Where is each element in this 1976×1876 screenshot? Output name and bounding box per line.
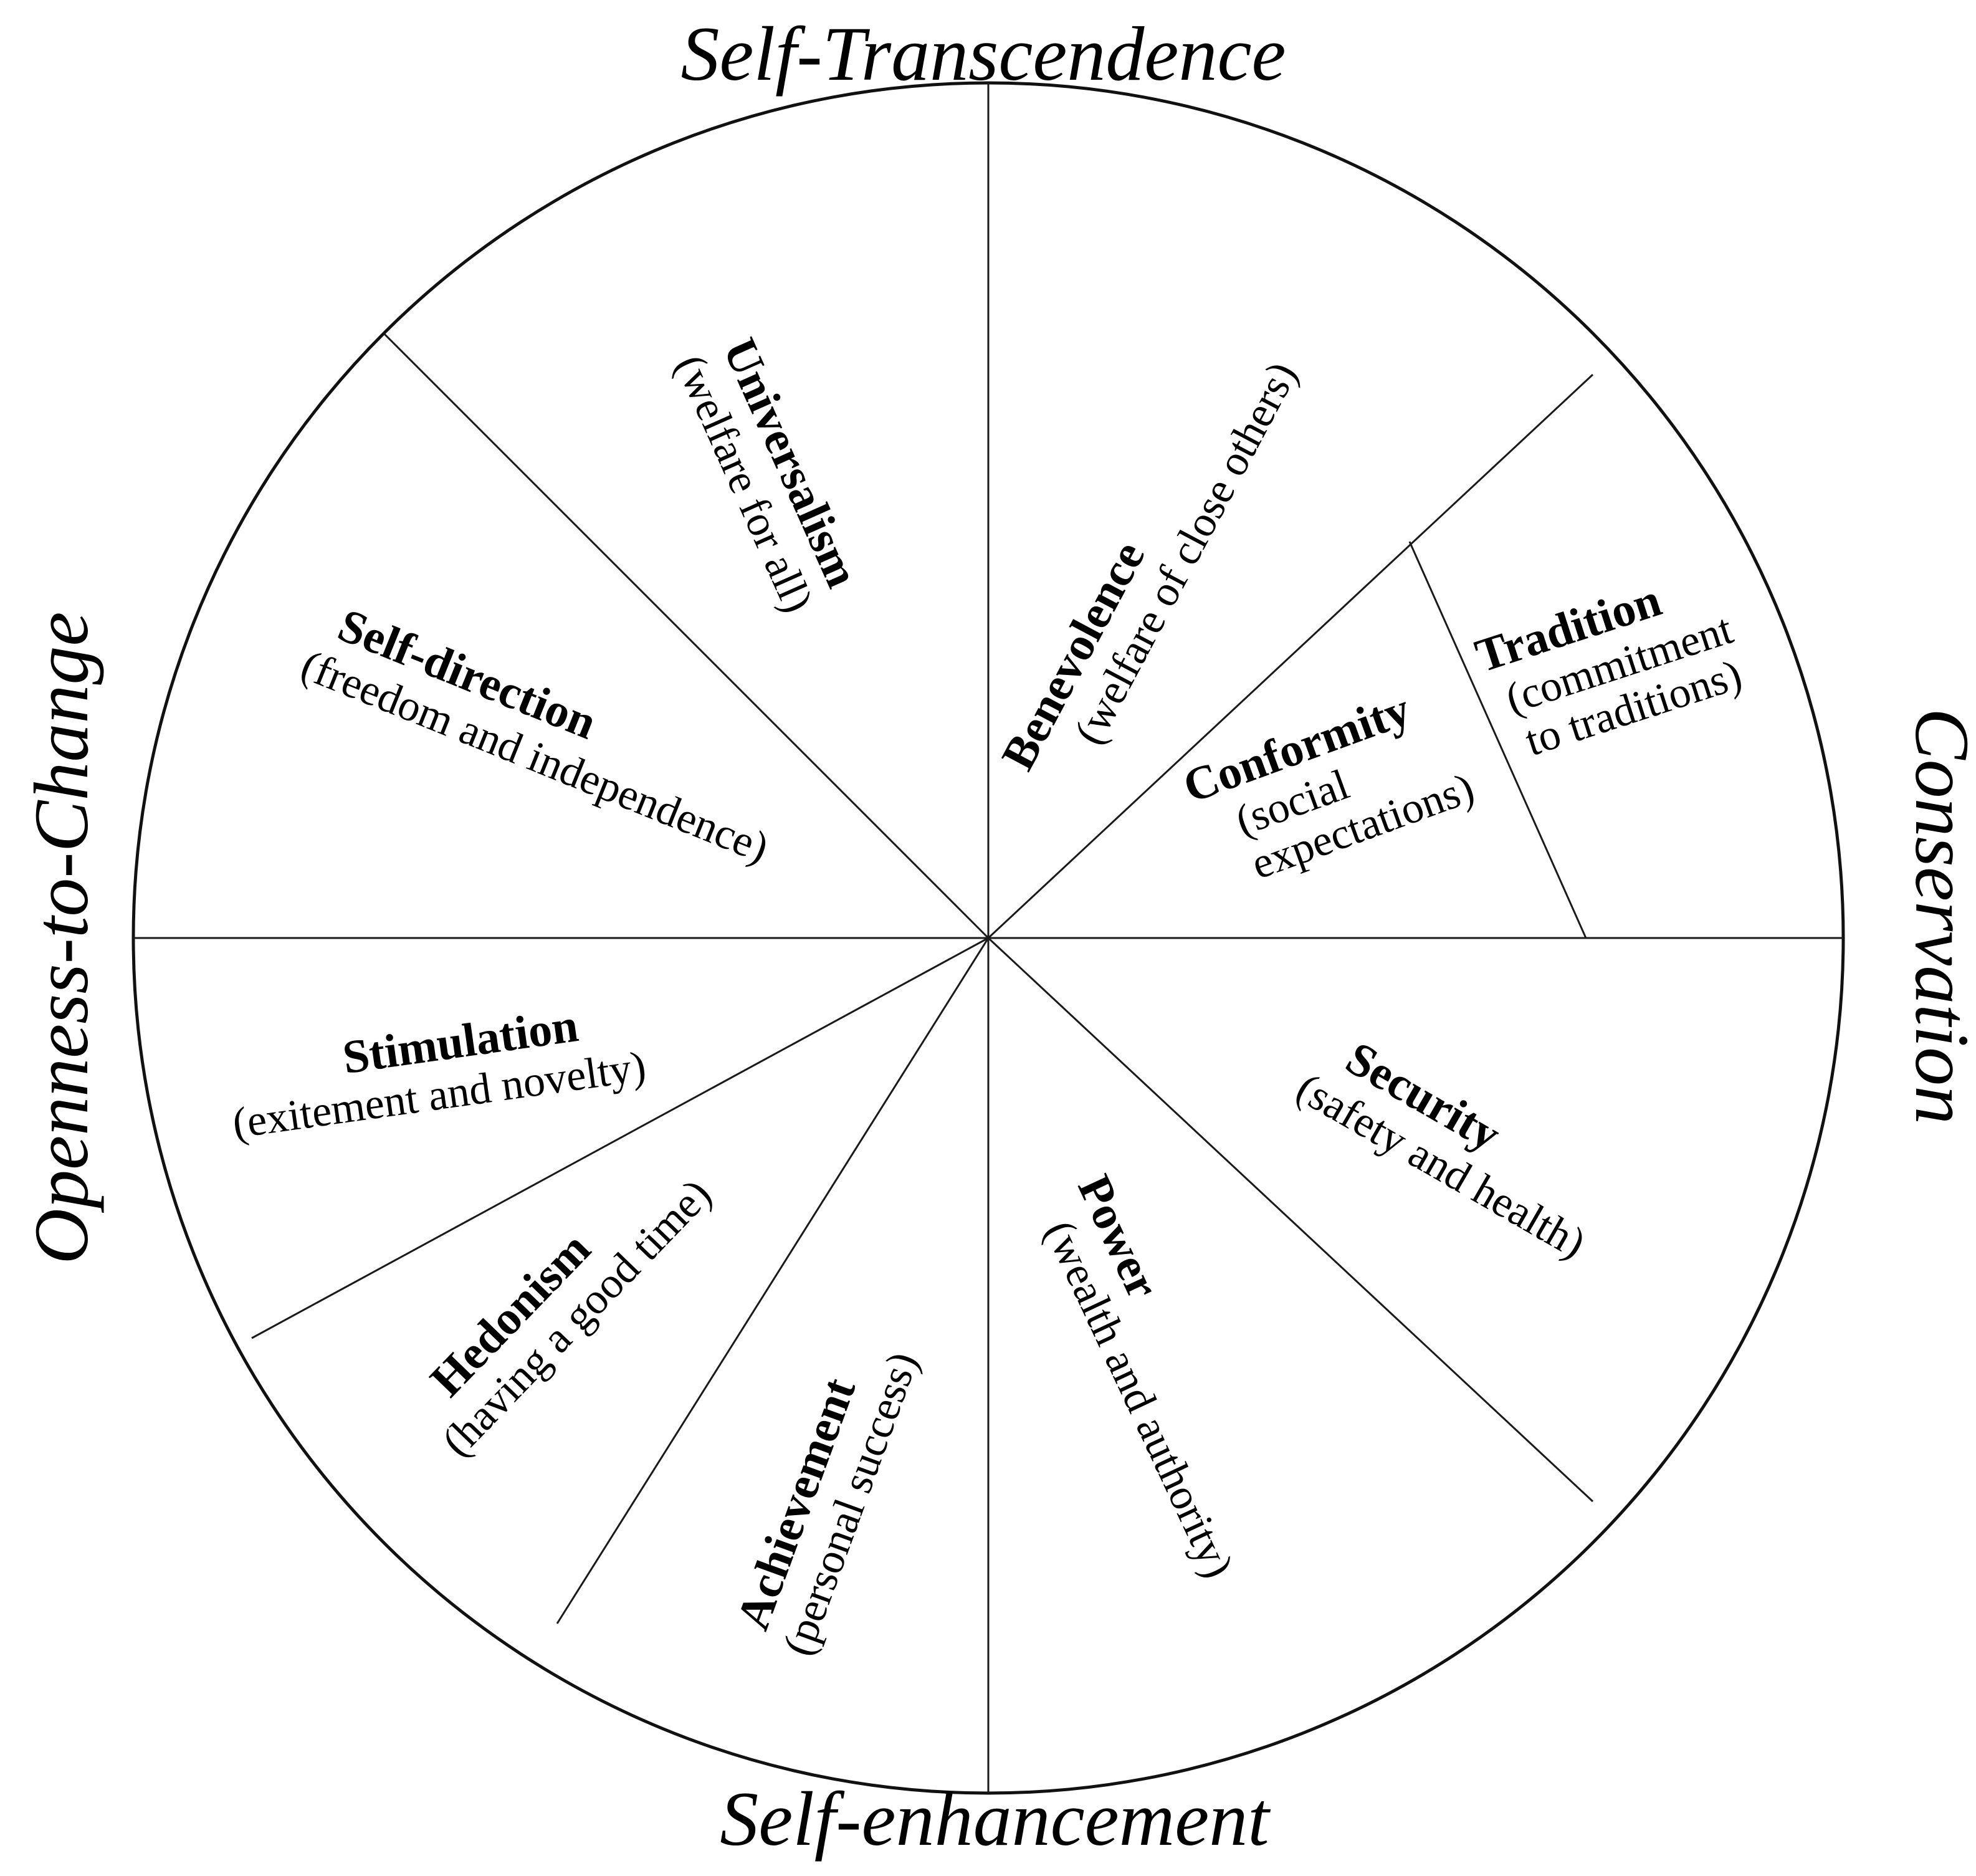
divider-lower-right: [987, 937, 1594, 1503]
divider-lower-left-2: [251, 937, 989, 1339]
value-achievement: Achievement (personal success): [727, 1346, 928, 1662]
dimension-left-label: Openness-to-Change: [19, 612, 104, 1265]
value-tradition: Tradition (commitment to traditions): [1469, 573, 1748, 765]
divider-tradition-conformity: [1408, 541, 1587, 939]
value-hedonism: Hedonism (having a good time): [420, 1170, 720, 1465]
value-benevolence: Benevolence (welfare of close others): [991, 354, 1307, 778]
value-stimulation: Stimulation (exitement and novelty): [229, 999, 649, 1148]
value-conformity: Conformity (social expectations): [1177, 683, 1480, 889]
dimension-right-label: Conservation: [1899, 708, 1976, 1124]
value-universalism: Universalism (welfare for all): [666, 331, 869, 620]
divider-lower-left-1: [556, 937, 990, 1624]
value-power: Power (wealth and authority): [1035, 1167, 1243, 1585]
value-self-direction: Self-direction (freedom and independence…: [295, 599, 775, 873]
divider-upper-left: [383, 332, 990, 939]
divider-upper-right: [987, 373, 1594, 939]
dimension-top-label: Self-Transcendence: [680, 11, 1286, 97]
dimension-bottom-label: Self-enhancement: [720, 1776, 1271, 1862]
value-security: Security (safety and health): [1288, 1031, 1593, 1268]
